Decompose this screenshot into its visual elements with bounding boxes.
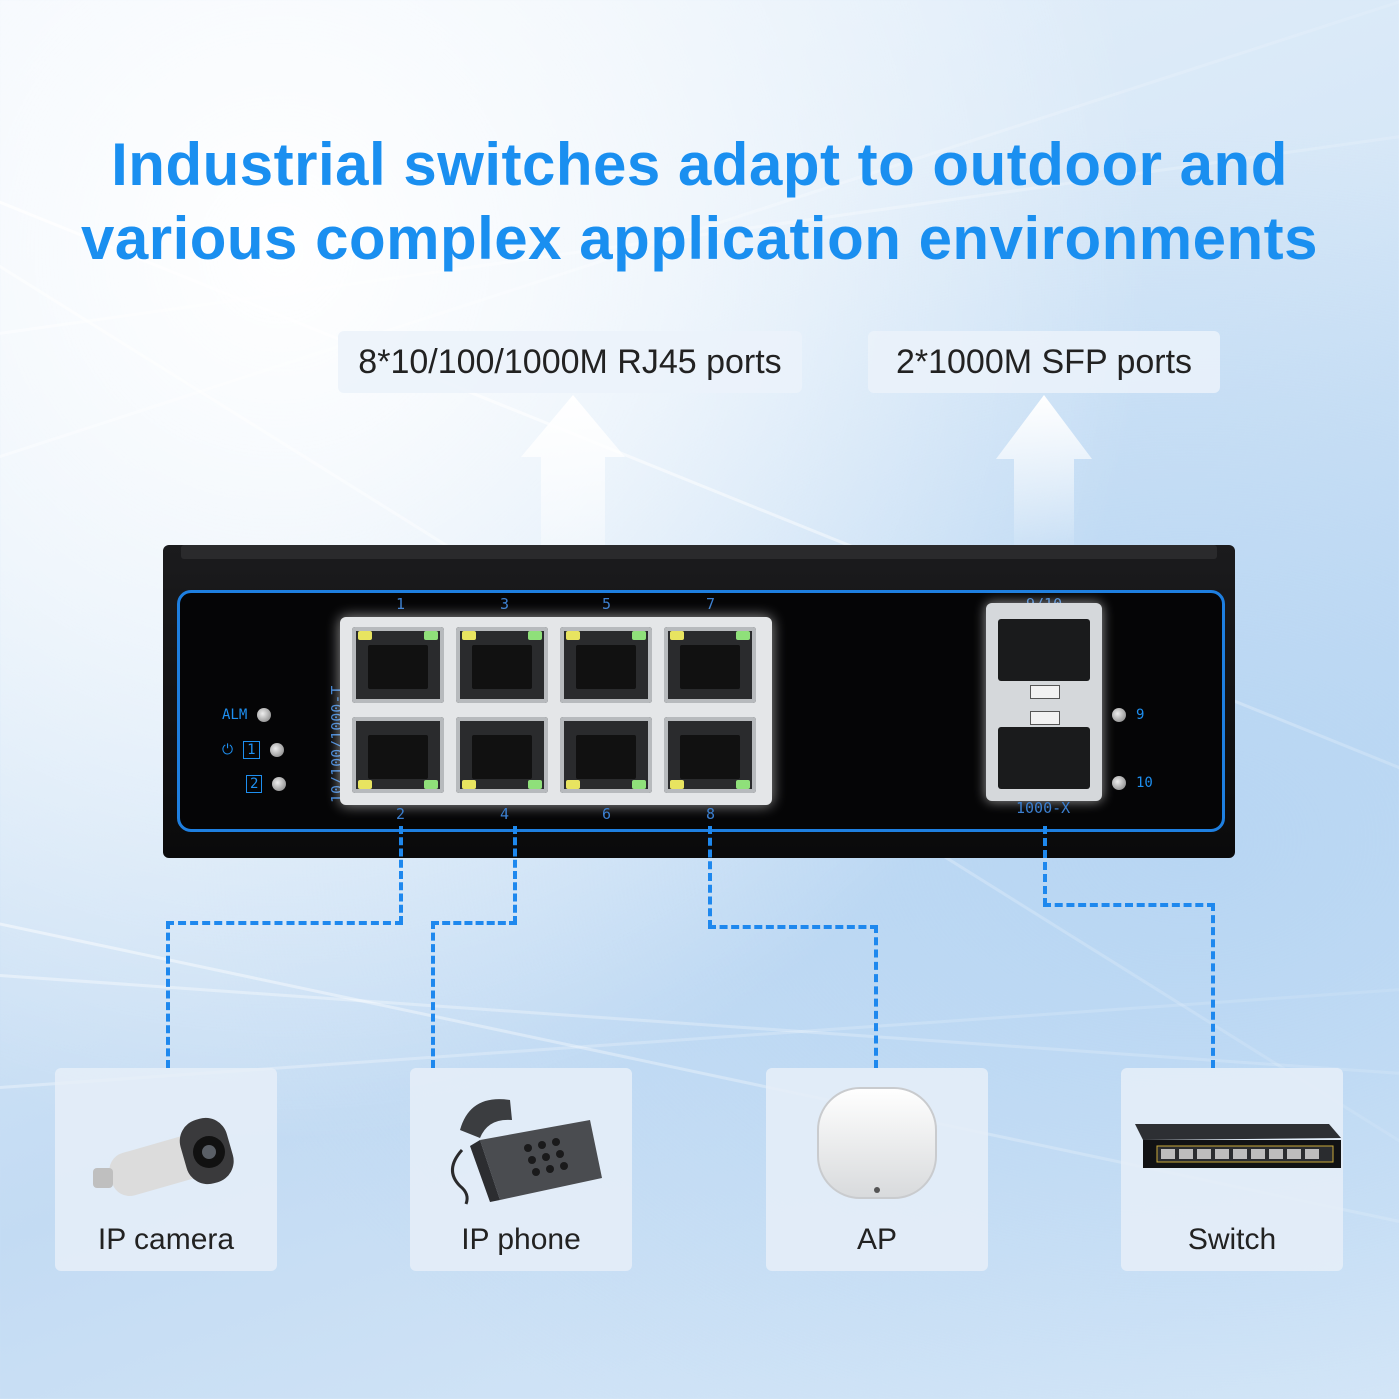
- device-card-ap: AP: [766, 1068, 988, 1271]
- port-number-5: 5: [602, 595, 612, 613]
- port-number-3: 3: [500, 595, 510, 613]
- port-number-4: 4: [500, 805, 510, 823]
- device-card-ip-camera: IP camera: [55, 1068, 277, 1271]
- rj45-port[interactable]: [352, 627, 444, 703]
- sfp10-indicator: 10: [1112, 775, 1153, 791]
- headline: Industrial switches adapt to outdoor and…: [0, 128, 1399, 276]
- device-name-ip-phone: IP phone: [461, 1223, 581, 1256]
- device-card-ip-phone: IP phone: [410, 1068, 632, 1271]
- sfp-port-group: [986, 603, 1102, 801]
- port-number-8: 8: [706, 805, 716, 823]
- port-number-7: 7: [706, 595, 716, 613]
- device-name-ip-camera: IP camera: [97, 1223, 235, 1256]
- headline-line-2: various complex application environments: [81, 205, 1318, 272]
- rj45-port[interactable]: [456, 717, 548, 793]
- power2-led-icon: [272, 777, 287, 791]
- access-point-icon: [817, 1087, 937, 1199]
- power-icon: ⏻: [222, 742, 234, 758]
- rj45-port[interactable]: [560, 717, 652, 793]
- alm-label: ALM: [222, 707, 248, 723]
- front-panel: ALM ⏻ 1 2 10/100/1000-T 1 3 5 7 2 4: [177, 590, 1225, 832]
- power1-led-icon: [269, 743, 284, 757]
- port-number-1: 1: [396, 595, 406, 613]
- port-number-2: 2: [396, 805, 406, 823]
- power2-indicator: 2: [246, 775, 287, 793]
- rj45-ports-callout: 8*10/100/1000M RJ45 ports: [338, 331, 802, 393]
- sfp-arrow-icon: [996, 395, 1092, 560]
- din-rail: [181, 545, 1217, 559]
- sfp-bottom-label: 1000-X: [1016, 799, 1071, 817]
- power1-label: 1: [243, 741, 260, 759]
- sfp10-label: 10: [1136, 775, 1153, 791]
- industrial-switch: ALM ⏻ 1 2 10/100/1000-T 1 3 5 7 2 4: [163, 545, 1235, 858]
- alm-indicator: ALM: [222, 707, 272, 723]
- sfp9-label: 9: [1136, 707, 1145, 723]
- sfp-port-9[interactable]: [998, 619, 1090, 681]
- sfp-port-10[interactable]: [998, 727, 1090, 789]
- port-number-6: 6: [602, 805, 612, 823]
- sfp10-led-icon: [1112, 776, 1126, 790]
- network-switch-icon: [1135, 1124, 1341, 1168]
- rj45-port[interactable]: [560, 627, 652, 703]
- rj45-port[interactable]: [664, 627, 756, 703]
- rj45-port[interactable]: [664, 717, 756, 793]
- rj45-port[interactable]: [352, 717, 444, 793]
- device-card-switch: Switch: [1121, 1068, 1343, 1271]
- headline-line-1: Industrial switches adapt to outdoor and: [111, 131, 1288, 198]
- ip-camera-icon: [93, 1117, 234, 1197]
- power2-label: 2: [246, 775, 263, 793]
- sfp-ports-callout: 2*1000M SFP ports: [868, 331, 1220, 393]
- sfp9-led-icon: [1112, 708, 1126, 722]
- rj45-port[interactable]: [456, 627, 548, 703]
- alm-led-icon: [257, 708, 272, 722]
- power1-indicator: ⏻ 1: [222, 741, 284, 759]
- device-name-switch: Switch: [1187, 1223, 1277, 1256]
- rj45-port-group: [340, 617, 772, 805]
- ip-phone-icon: [451, 1099, 602, 1205]
- device-name-ap: AP: [856, 1223, 898, 1256]
- sfp9-indicator: 9: [1112, 707, 1144, 723]
